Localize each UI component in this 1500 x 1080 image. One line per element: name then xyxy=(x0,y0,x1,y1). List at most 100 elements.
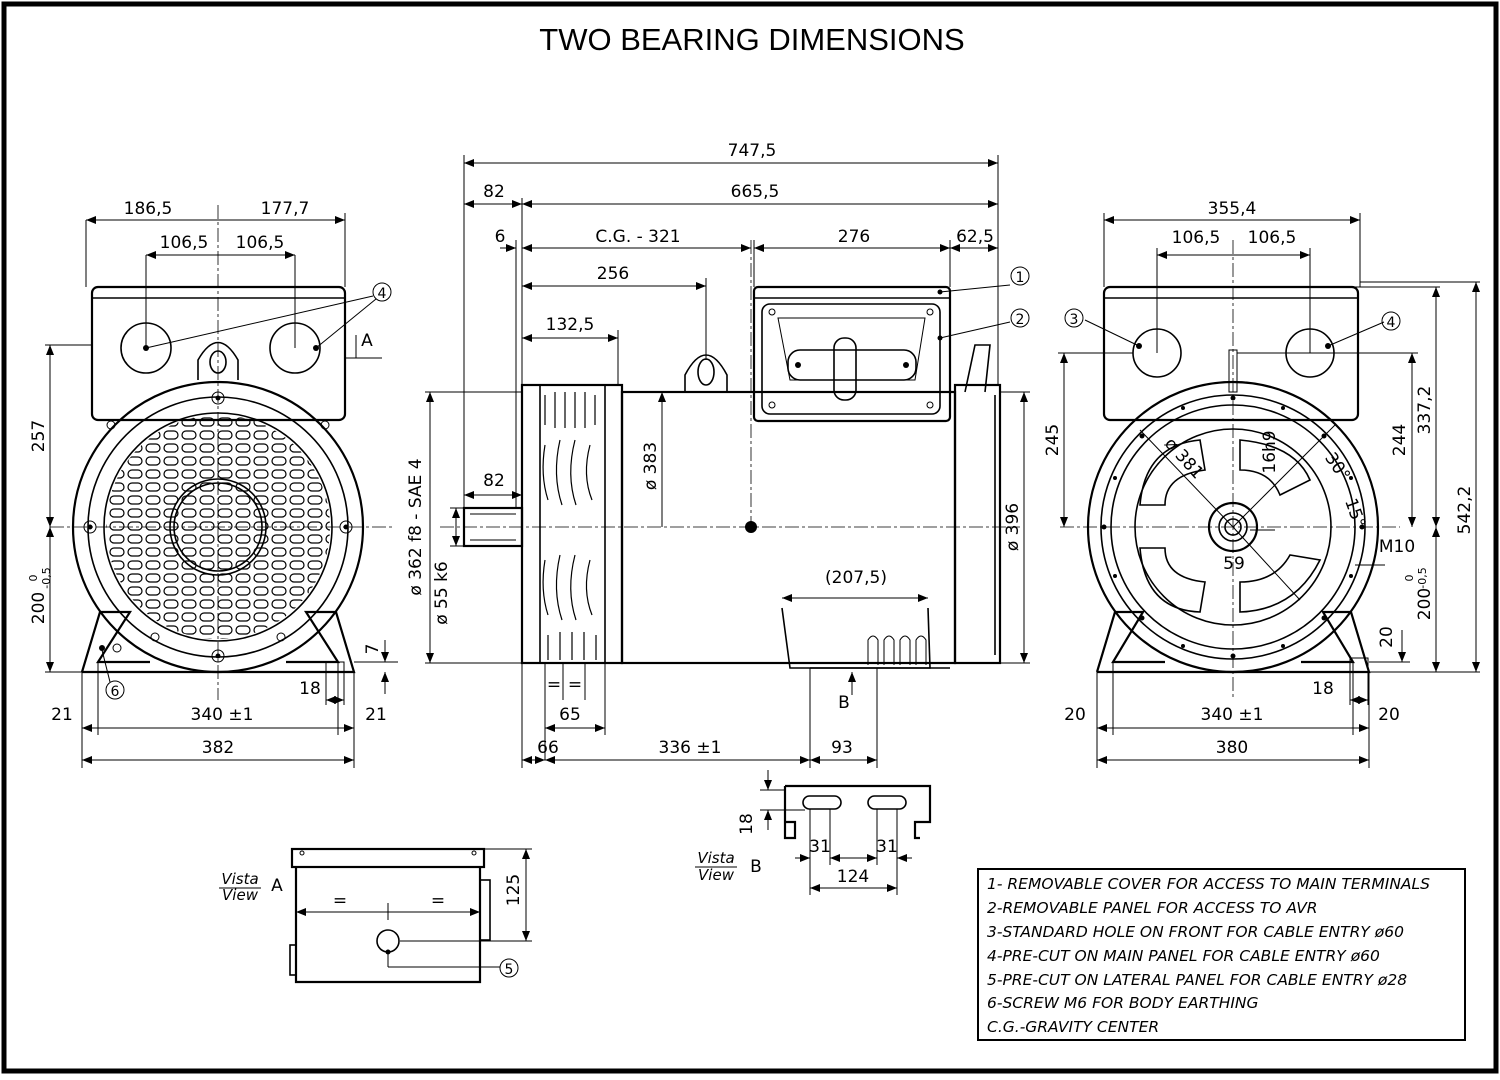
dim-93: 93 xyxy=(831,738,853,758)
dim-132: 132,5 xyxy=(546,315,595,335)
callout-4-left: 4 xyxy=(145,282,392,349)
dim-200-left: 200 xyxy=(29,592,49,624)
dim-20-vert: 20 xyxy=(1377,626,1397,648)
callout-6: 6 xyxy=(101,649,125,700)
svg-text:5: 5 xyxy=(505,962,514,978)
dim-16h9: 16h9 xyxy=(1260,430,1280,473)
legend-line-7: C.G.-GRAVITY CENTER xyxy=(987,1018,1159,1036)
dim-542: 542,2 xyxy=(1455,486,1475,535)
right-end-view xyxy=(1058,213,1480,768)
dim-15deg: 15° xyxy=(1340,496,1369,531)
left-end-view xyxy=(45,205,398,768)
dim-106-rright: 106,5 xyxy=(1248,228,1297,248)
drawing-title: TWO BEARING DIMENSIONS xyxy=(539,22,964,57)
right-view-dimensions: 355,4 106,5 106,5 245 244 337,2 542,2 20… xyxy=(1043,199,1475,758)
dim-665: 665,5 xyxy=(731,182,780,202)
dim-82-top: 82 xyxy=(483,182,505,202)
legend-line-1: 1- REMOVABLE COVER FOR ACCESS TO MAIN TE… xyxy=(987,875,1430,893)
callouts: 1 2 3 4 4 5 6 xyxy=(101,266,1401,978)
dim-106-right: 106,5 xyxy=(236,233,285,253)
tol-dn-left: -0,5 xyxy=(40,567,53,588)
legend-box: 1- REMOVABLE COVER FOR ACCESS TO MAIN TE… xyxy=(977,868,1466,1041)
vista-a-label: Vista View A xyxy=(219,870,283,904)
dim-340-right: 340 ±1 xyxy=(1201,705,1264,725)
eq-a2: = xyxy=(431,891,445,911)
vista-b-label: Vista View B xyxy=(695,849,762,884)
view-a-drawing: = = 125 xyxy=(289,847,532,984)
dim-340-left: 340 ±1 xyxy=(191,705,254,725)
dim-244: 244 xyxy=(1390,424,1410,456)
dim-31-right: 31 xyxy=(876,837,898,857)
dim-747: 747,5 xyxy=(728,141,777,161)
svg-text:1: 1 xyxy=(1016,270,1025,286)
callout-4-right: 4 xyxy=(1381,311,1401,331)
dim-257: 257 xyxy=(29,420,49,452)
foot-detail-b: 18 31 31 124 xyxy=(737,770,932,895)
vista-a-view: View xyxy=(222,886,259,904)
vista-b-letter: B xyxy=(750,857,762,877)
legend-line-5: 5-PRE-CUT ON LATERAL PANEL FOR CABLE ENT… xyxy=(987,971,1407,989)
dim-355: 355,4 xyxy=(1208,199,1257,219)
svg-text:3: 3 xyxy=(1070,312,1079,328)
dim-d362: ø 362 f8 - SAE 4 xyxy=(406,458,426,595)
vista-a-vista: Vista xyxy=(221,870,258,888)
dim-cg: C.G. - 321 xyxy=(595,227,680,247)
dim-124: 124 xyxy=(837,867,869,887)
svg-text:4: 4 xyxy=(378,286,387,302)
legend-line-3: 3-STANDARD HOLE ON FRONT FOR CABLE ENTRY… xyxy=(987,923,1404,941)
legend-line-2: 2-REMOVABLE PANEL FOR ACCESS TO AVR xyxy=(987,899,1318,917)
vista-a-letter: A xyxy=(271,876,283,896)
dim-276: 276 xyxy=(838,227,870,247)
side-view-dimensions: 747,5 82 665,5 6 C.G. - 321 276 62,5 256… xyxy=(406,141,1023,758)
dim-125: 125 xyxy=(504,874,524,906)
dim-62: 62,5 xyxy=(956,227,994,247)
dim-256: 256 xyxy=(597,264,629,284)
dim-7: 7 xyxy=(363,644,383,655)
callout-1: 1 xyxy=(1010,266,1030,286)
dim-21-right: 21 xyxy=(365,705,387,725)
callout-5: 5 xyxy=(499,958,519,978)
dim-30deg: 30° xyxy=(1320,449,1354,485)
dim-200-right: 200 xyxy=(1415,588,1435,620)
dim-106-left: 106,5 xyxy=(160,233,209,253)
view-letter-a: A xyxy=(361,331,373,351)
dim-6: 6 xyxy=(495,227,506,247)
dim-18-left: 18 xyxy=(299,679,321,699)
dim-336: 336 ±1 xyxy=(659,738,722,758)
dim-177: 177,7 xyxy=(261,199,310,219)
eq-a1: = xyxy=(333,891,347,911)
dim-21-left: 21 xyxy=(51,705,73,725)
dim-82-shaft: 82 xyxy=(483,471,505,491)
dim-d55: ø 55 k6 xyxy=(432,561,452,625)
dim-20-right: 20 xyxy=(1378,705,1400,725)
dim-380: 380 xyxy=(1216,738,1248,758)
eq-2: = xyxy=(568,675,582,695)
dim-d396: ø 396 xyxy=(1003,503,1023,551)
dim-106-rleft: 106,5 xyxy=(1172,228,1221,248)
tol-dn-right: -0,5 xyxy=(1416,567,1429,588)
eq-1: = xyxy=(547,675,561,695)
svg-text:2: 2 xyxy=(1016,312,1025,328)
dim-186: 186,5 xyxy=(124,199,173,219)
view-letter-b: B xyxy=(838,693,850,713)
callout-3: 3 xyxy=(1064,308,1084,328)
vista-b-view: View xyxy=(698,866,735,884)
dim-59: 59 xyxy=(1223,554,1245,574)
dim-18-foot: 18 xyxy=(737,813,757,835)
vista-b-vista: Vista xyxy=(697,849,734,867)
dim-207: (207,5) xyxy=(825,568,887,588)
dim-382: 382 xyxy=(202,738,234,758)
dim-31-left: 31 xyxy=(809,837,831,857)
tol-up-right: 0 xyxy=(1403,575,1416,582)
dim-20-left: 20 xyxy=(1064,705,1086,725)
legend-line-6: 6-SCREW M6 FOR BODY EARTHING xyxy=(987,994,1259,1012)
dim-18-right: 18 xyxy=(1312,679,1334,699)
legend-line-4: 4-PRE-CUT ON MAIN PANEL FOR CABLE ENTRY … xyxy=(987,947,1380,965)
callout-2: 2 xyxy=(1010,308,1030,328)
dim-d383: ø 383 xyxy=(641,442,661,490)
svg-text:6: 6 xyxy=(111,684,120,700)
svg-text:4: 4 xyxy=(1387,315,1396,331)
